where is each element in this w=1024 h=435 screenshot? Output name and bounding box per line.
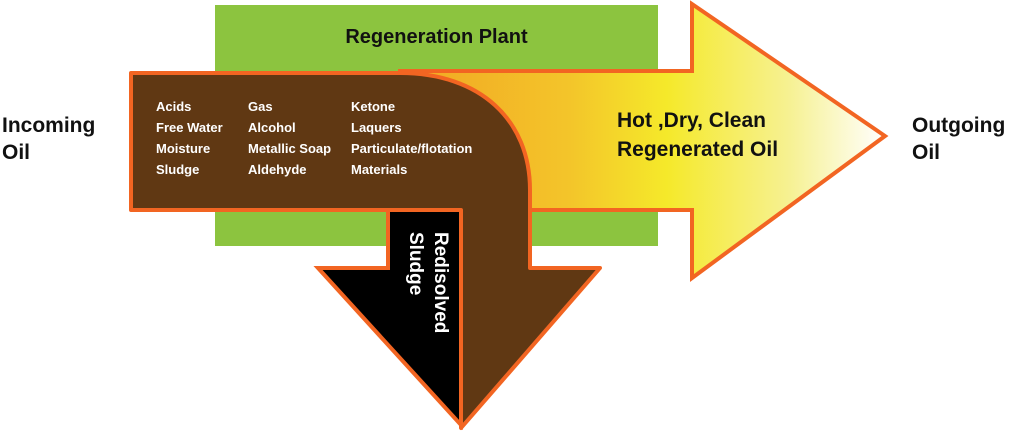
contaminant-item: Sludge	[156, 162, 200, 177]
outgoing-oil-line: Oil	[912, 141, 941, 164]
redisolved-sludge-label: Redisolved Sludge	[395, 232, 455, 372]
regeneration-plant-title: Regeneration Plant	[345, 26, 528, 48]
incoming-oil-label: Incoming Oil	[2, 112, 95, 166]
contaminant-item: Ketone	[351, 99, 396, 114]
contaminant-column-1: Acids Free Water Moisture Sludge	[156, 96, 223, 180]
outgoing-oil-label: Outgoing Oil	[912, 112, 1005, 166]
contaminant-item: Free Water	[156, 120, 223, 135]
contaminant-item: Metallic Soap	[248, 141, 332, 156]
contaminant-item: Particulate/flotation	[351, 141, 473, 156]
contaminant-item: Gas	[248, 99, 273, 114]
regenerated-oil-line: Hot ,Dry, Clean	[617, 109, 766, 132]
contaminant-item: Laquers	[351, 120, 402, 135]
incoming-oil-line: Oil	[2, 141, 31, 164]
contaminant-item: Moisture	[156, 141, 211, 156]
regenerated-oil-text: Hot ,Dry, Clean Regenerated Oil	[617, 106, 778, 164]
sludge-line: Sludge	[405, 232, 426, 296]
contaminant-item: Alcohol	[248, 120, 296, 135]
sludge-line: Redisolved	[430, 232, 451, 334]
contaminant-item: Materials	[351, 162, 408, 177]
incoming-oil-line: Incoming	[2, 114, 96, 137]
contaminant-item: Aldehyde	[248, 162, 307, 177]
outgoing-oil-line: Outgoing	[912, 114, 1006, 137]
regenerated-oil-line: Regenerated Oil	[617, 138, 779, 161]
contaminant-item: Acids	[156, 99, 192, 114]
contaminant-column-3: Ketone Laquers Particulate/flotation Mat…	[351, 96, 472, 180]
contaminant-column-2: Gas Alcohol Metallic Soap Aldehyde	[248, 96, 331, 180]
oil-flow-arrow-brown	[129, 71, 602, 430]
